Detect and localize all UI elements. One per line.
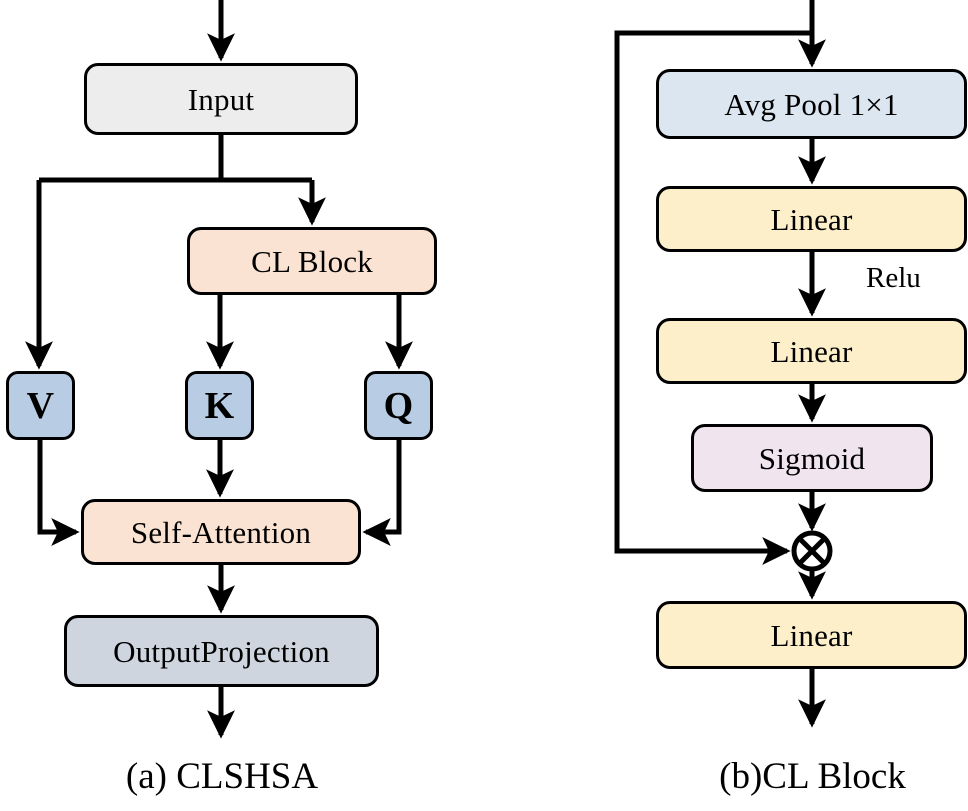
- multiply-circle-x-icon: [791, 530, 833, 572]
- node-v[interactable]: V: [6, 371, 75, 440]
- node-linear-3[interactable]: Linear: [656, 601, 967, 669]
- node-v-label: V: [26, 384, 55, 427]
- node-q[interactable]: Q: [364, 371, 433, 440]
- edge-label-relu: Relu: [866, 262, 921, 295]
- node-k-label: K: [204, 384, 235, 427]
- node-self-attention[interactable]: Self-Attention: [81, 499, 361, 565]
- caption-panel-b: (b)CL Block: [600, 755, 968, 798]
- node-input[interactable]: Input: [84, 63, 358, 135]
- node-linear-1-label: Linear: [770, 201, 853, 237]
- node-input-label: Input: [187, 81, 255, 117]
- edge-v-to-self-attention: [37, 440, 80, 546]
- edge-skip-connection: [614, 30, 812, 565]
- node-cl-block-label: CL Block: [251, 243, 373, 279]
- node-linear-1[interactable]: Linear: [656, 186, 967, 252]
- node-output-projection[interactable]: OutputProjection: [64, 615, 379, 687]
- edge-label-relu-text: Relu: [866, 262, 921, 294]
- node-linear-3-label: Linear: [770, 617, 853, 653]
- node-linear-2-label: Linear: [770, 333, 853, 369]
- node-linear-2[interactable]: Linear: [656, 318, 967, 384]
- node-sigmoid-label: Sigmoid: [758, 440, 866, 476]
- node-q-label: Q: [383, 384, 414, 427]
- edge-q-to-self-attention: [362, 440, 402, 546]
- node-k[interactable]: K: [185, 371, 254, 440]
- caption-panel-b-text: (b)CL Block: [719, 756, 906, 797]
- caption-panel-a-text: (a) CLSHSA: [125, 756, 319, 797]
- node-sigmoid[interactable]: Sigmoid: [691, 424, 933, 492]
- caption-panel-a: (a) CLSHSA: [0, 755, 444, 798]
- node-self-attention-label: Self-Attention: [130, 514, 312, 550]
- node-avg-pool-label: Avg Pool 1×1: [724, 86, 899, 122]
- node-avg-pool[interactable]: Avg Pool 1×1: [656, 69, 967, 139]
- node-output-projection-label: OutputProjection: [113, 633, 330, 669]
- node-cl-block[interactable]: CL Block: [187, 227, 437, 295]
